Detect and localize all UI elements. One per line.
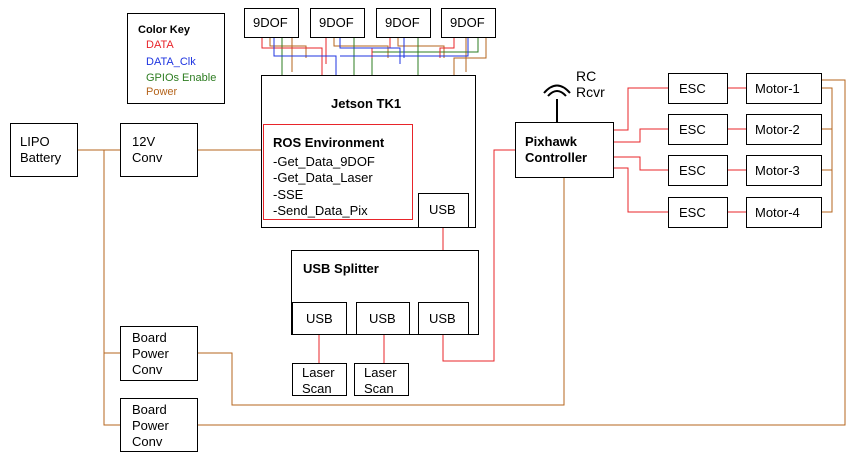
esc-label: ESC	[679, 163, 706, 178]
esc-label: ESC	[679, 122, 706, 137]
usb-label: USB	[429, 202, 456, 217]
motor-label: Motor-3	[755, 163, 800, 178]
color-key-power: Power	[146, 86, 178, 98]
gpio-wires	[281, 38, 479, 76]
splitter-usb-port-2: USB	[356, 302, 410, 335]
conv-12v-label: 12V Conv	[132, 134, 163, 165]
sensor-label: 9DOF	[319, 15, 354, 30]
usb-splitter-title: USB Splitter	[303, 261, 379, 276]
esc-label: ESC	[679, 81, 706, 96]
color-key: Color Key DATA DATA_Clk GPIOs Enable Pow…	[127, 13, 225, 104]
power-wire-board2-motors	[198, 79, 846, 426]
jetson-usb-port: USB	[418, 193, 469, 228]
esc-label: ESC	[679, 205, 706, 220]
color-key-data-clk: DATA_Clk	[146, 56, 196, 68]
clk-wires-sensors	[273, 38, 469, 76]
color-key-data: DATA	[146, 39, 174, 51]
sensor-label: 9DOF	[385, 15, 420, 30]
lipo-battery: LIPO Battery	[10, 123, 78, 177]
usb-label: USB	[306, 311, 333, 326]
pixhawk-controller: Pixhawk Controller	[515, 122, 614, 178]
ros-item-get-data-laser: -Get_Data_Laser	[273, 170, 373, 185]
board-power-conv-1: Board Power Conv	[120, 326, 198, 381]
laser-scan-label: Laser Scan	[302, 365, 335, 396]
lipo-battery-label: LIPO Battery	[20, 134, 62, 165]
data-wires-sensors	[261, 38, 455, 76]
motor-3: Motor-3	[746, 155, 822, 186]
laser-scan-1: Laser Scan	[292, 363, 347, 396]
color-key-title: Color Key	[138, 24, 190, 36]
gpio-wires-sensors	[281, 38, 479, 76]
board-power-conv-label: Board Power Conv	[132, 330, 169, 377]
pixhawk-label: Pixhawk Controller	[525, 134, 588, 165]
ros-item-send-data-pix: -Send_Data_Pix	[273, 203, 368, 218]
conv-12v: 12V Conv	[120, 123, 198, 177]
power-wire-motor-bus	[822, 87, 833, 213]
power-wire-board2	[103, 150, 120, 426]
sensor-9dof-2: 9DOF	[310, 8, 365, 38]
board-power-conv-label: Board Power Conv	[132, 402, 169, 449]
esc-2: ESC	[668, 114, 728, 145]
sensor-9dof-4: 9DOF	[441, 8, 496, 38]
ros-title: ROS Environment	[273, 135, 385, 150]
jetson-bottom-edge	[261, 227, 476, 228]
power-wire-board1-pixhawk	[198, 178, 565, 406]
motor-2: Motor-2	[746, 114, 822, 145]
board-power-conv-2: Board Power Conv	[120, 398, 198, 452]
motor-label: Motor-1	[755, 81, 800, 96]
power-wire-motor-taps	[822, 128, 832, 171]
motor-1: Motor-1	[746, 73, 822, 104]
splitter-usb-port-1: USB	[292, 302, 347, 335]
laser-scan-2: Laser Scan	[354, 363, 409, 396]
motor-4: Motor-4	[746, 197, 822, 228]
power-wires-sensors	[269, 38, 467, 72]
motor-label: Motor-2	[755, 122, 800, 137]
data-wires-motors	[728, 87, 746, 213]
laser-scan-label: Laser Scan	[364, 365, 397, 396]
power-wires	[78, 38, 846, 426]
data-wires	[261, 38, 746, 363]
esc-1: ESC	[668, 73, 728, 104]
power-wire-sensor4	[453, 38, 487, 76]
sensor-9dof-3: 9DOF	[376, 8, 431, 38]
ros-item-sse: -SSE	[273, 187, 304, 202]
ros-item-get-data-9dof: -Get_Data_9DOF	[273, 154, 375, 169]
usb-label: USB	[369, 311, 396, 326]
data-wires-laser	[318, 334, 385, 363]
ros-environment: ROS Environment -Get_Data_9DOF -Get_Data…	[263, 124, 413, 220]
esc-4: ESC	[668, 197, 728, 228]
jetson-title: Jetson TK1	[331, 96, 402, 111]
motor-label: Motor-4	[755, 205, 800, 220]
clk-wires	[273, 38, 469, 76]
antenna-icon	[543, 84, 571, 122]
sensor-9dof-1: 9DOF	[244, 8, 299, 38]
color-key-gpio: GPIOs Enable	[146, 72, 217, 84]
sensor-label: 9DOF	[450, 15, 485, 30]
data-wire-splitter-pixhawk	[442, 149, 515, 362]
splitter-usb-port-3: USB	[418, 302, 469, 335]
sensor-label: 9DOF	[253, 15, 288, 30]
data-wires-escs	[614, 87, 668, 213]
esc-3: ESC	[668, 155, 728, 186]
usb-label: USB	[429, 311, 456, 326]
rc-receiver-label: RC Rcvr	[576, 68, 605, 100]
